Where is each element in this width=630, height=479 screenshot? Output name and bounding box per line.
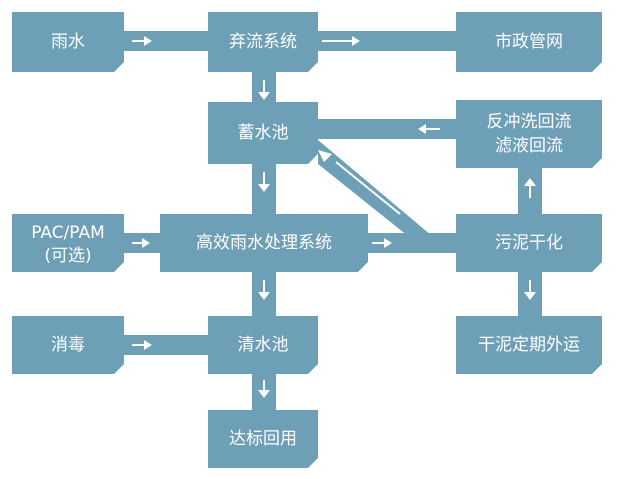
label-pac-1: PAC/PAM (31, 223, 105, 243)
box-clear-pool: 清水池 (208, 316, 318, 374)
label-reuse: 达标回用 (229, 429, 297, 449)
arrow-down-icon (524, 280, 536, 300)
box-rain: 雨水 (12, 12, 124, 72)
label-rain: 雨水 (51, 32, 85, 52)
label-municipal: 市政管网 (495, 32, 563, 52)
arrow-down-icon (258, 172, 270, 192)
box-pac: PAC/PAM (可选) (12, 214, 124, 272)
arrows (132, 36, 536, 398)
connector-sludge-storage-diagonal (318, 140, 432, 236)
box-reuse: 达标回用 (208, 410, 318, 468)
box-storage: 蓄水池 (208, 102, 318, 164)
box-dry-sludge-out: 干泥定期外运 (456, 316, 602, 374)
arrow-down-icon (258, 80, 270, 100)
connector-diversion-municipal (318, 31, 456, 51)
label-clear-pool: 清水池 (238, 335, 289, 355)
box-diversion: 弃流系统 (208, 12, 318, 72)
arrow-down-icon (258, 380, 270, 398)
connector-backwash-storage (318, 119, 456, 139)
arrow-right-icon (132, 340, 152, 350)
label-treatment: 高效雨水处理系统 (196, 233, 332, 253)
box-municipal: 市政管网 (456, 12, 602, 72)
label-disinfect: 消毒 (51, 335, 85, 355)
arrow-right-icon (322, 36, 360, 46)
label-dry-sludge-out: 干泥定期外运 (478, 335, 580, 355)
arrow-right-icon (132, 36, 152, 46)
connector-disinfect-clear (124, 335, 208, 355)
connector-rain-diversion (124, 31, 208, 51)
box-disinfect: 消毒 (12, 316, 124, 374)
label-pac-2: (可选) (44, 246, 91, 266)
label-storage: 蓄水池 (238, 123, 289, 143)
label-sludge-dry: 污泥干化 (495, 233, 563, 253)
arrow-diagonal-icon (318, 150, 401, 215)
label-backwash-1: 反冲洗回流 (487, 112, 572, 132)
arrow-right-icon (132, 238, 150, 248)
arrow-down-icon (258, 280, 270, 300)
arrow-right-icon (372, 238, 392, 248)
label-backwash-2: 滤液回流 (495, 136, 563, 156)
arrow-up-icon (524, 178, 536, 198)
connector-treatment-sludge (368, 233, 456, 253)
box-backwash: 反冲洗回流 滤液回流 (456, 100, 602, 168)
label-diversion: 弃流系统 (229, 32, 297, 52)
arrow-left-icon (418, 124, 440, 134)
box-treatment: 高效雨水处理系统 (160, 214, 368, 272)
box-sludge-dry: 污泥干化 (456, 214, 602, 272)
